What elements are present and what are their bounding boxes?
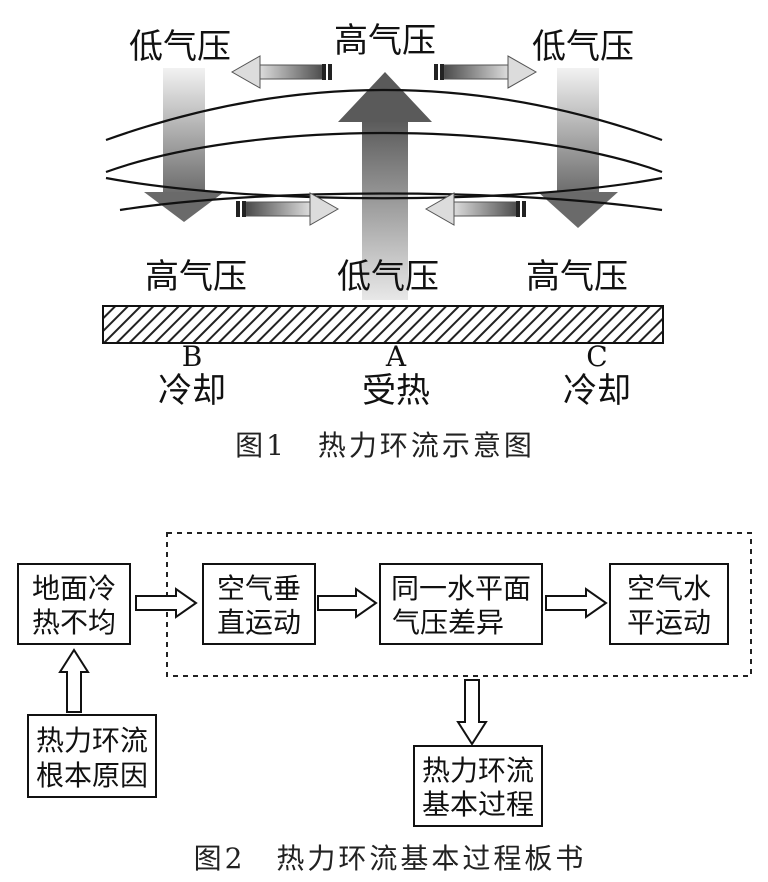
process-box-2-line1: 同一水平面 bbox=[391, 572, 531, 605]
hollow-arrow-right-icon bbox=[545, 587, 608, 619]
sinking-air-arrow-right bbox=[538, 68, 618, 228]
root-box-line2: 根本原因 bbox=[36, 759, 148, 792]
pressure-label-bottom-right: 高气压 bbox=[526, 257, 628, 297]
isobar-lines bbox=[105, 88, 663, 212]
figure-1-caption: 图1 热力环流示意图 bbox=[235, 429, 535, 462]
process-box-vertical-motion: 空气垂 直运动 bbox=[202, 563, 316, 645]
pressure-label-bottom-center: 低气压 bbox=[337, 257, 439, 297]
ground-surface bbox=[102, 305, 664, 344]
rising-air-arrow-center bbox=[338, 72, 432, 300]
basic-box-line2: 基本过程 bbox=[422, 788, 534, 821]
hollow-arrow-right-icon bbox=[317, 587, 378, 619]
root-box-line1: 热力环流 bbox=[36, 724, 148, 757]
point-letter-c: C bbox=[586, 340, 607, 373]
cause-box: 地面冷 热不均 bbox=[17, 563, 131, 645]
point-letter-a: A bbox=[385, 340, 407, 373]
isobar-line bbox=[119, 192, 663, 212]
basic-process-box: 热力环流 基本过程 bbox=[413, 745, 543, 827]
process-box-horizontal-motion: 空气水 平运动 bbox=[609, 563, 729, 645]
pressure-label-top-left: 低气压 bbox=[129, 27, 231, 67]
basic-box-line1: 热力环流 bbox=[422, 754, 534, 787]
point-state-c: 冷却 bbox=[563, 371, 631, 411]
process-box-3-line2: 平运动 bbox=[627, 606, 711, 639]
isobar-line bbox=[105, 131, 663, 174]
lower-arrow-right-pointing bbox=[236, 192, 340, 226]
root-cause-box: 热力环流 根本原因 bbox=[27, 714, 157, 798]
cause-box-line2: 热不均 bbox=[32, 606, 116, 639]
process-box-1-line2: 直运动 bbox=[217, 606, 301, 639]
pressure-label-bottom-left: 高气压 bbox=[145, 257, 247, 297]
point-state-b: 冷却 bbox=[158, 371, 226, 411]
process-box-1-line1: 空气垂 bbox=[217, 572, 301, 605]
figure-2-caption: 图2 热力环流基本过程板书 bbox=[194, 842, 587, 875]
hollow-arrow-up-icon bbox=[58, 648, 90, 713]
lower-arrow-left-pointing bbox=[424, 192, 526, 226]
point-letter-b: B bbox=[182, 340, 203, 373]
isobar-line bbox=[105, 176, 663, 200]
figure-2-flowchart: 地面冷 热不均 空气垂 直运动 同一水平面 气压差异 空气水 平运动 bbox=[17, 532, 752, 875]
point-state-a: 受热 bbox=[362, 371, 430, 411]
pressure-label-top-right: 低气压 bbox=[532, 27, 634, 67]
hollow-arrow-down-icon bbox=[456, 679, 488, 746]
hollow-arrow-right-icon bbox=[135, 587, 198, 619]
process-box-pressure-difference: 同一水平面 气压差异 bbox=[379, 563, 543, 645]
cause-box-line1: 地面冷 bbox=[32, 572, 116, 605]
process-box-3-line1: 空气水 bbox=[627, 572, 711, 605]
upper-arrow-right bbox=[434, 55, 538, 89]
figure-1-thermal-circulation: 低气压 高气压 低气压 高气压 低气压 高气压 B 冷却 A 受热 C 冷却 图… bbox=[102, 21, 664, 462]
isobar-line bbox=[105, 88, 663, 142]
upper-arrow-left bbox=[230, 55, 332, 89]
pressure-label-top-center: 高气压 bbox=[334, 21, 436, 61]
process-box-2-line2: 气压差异 bbox=[392, 606, 504, 639]
